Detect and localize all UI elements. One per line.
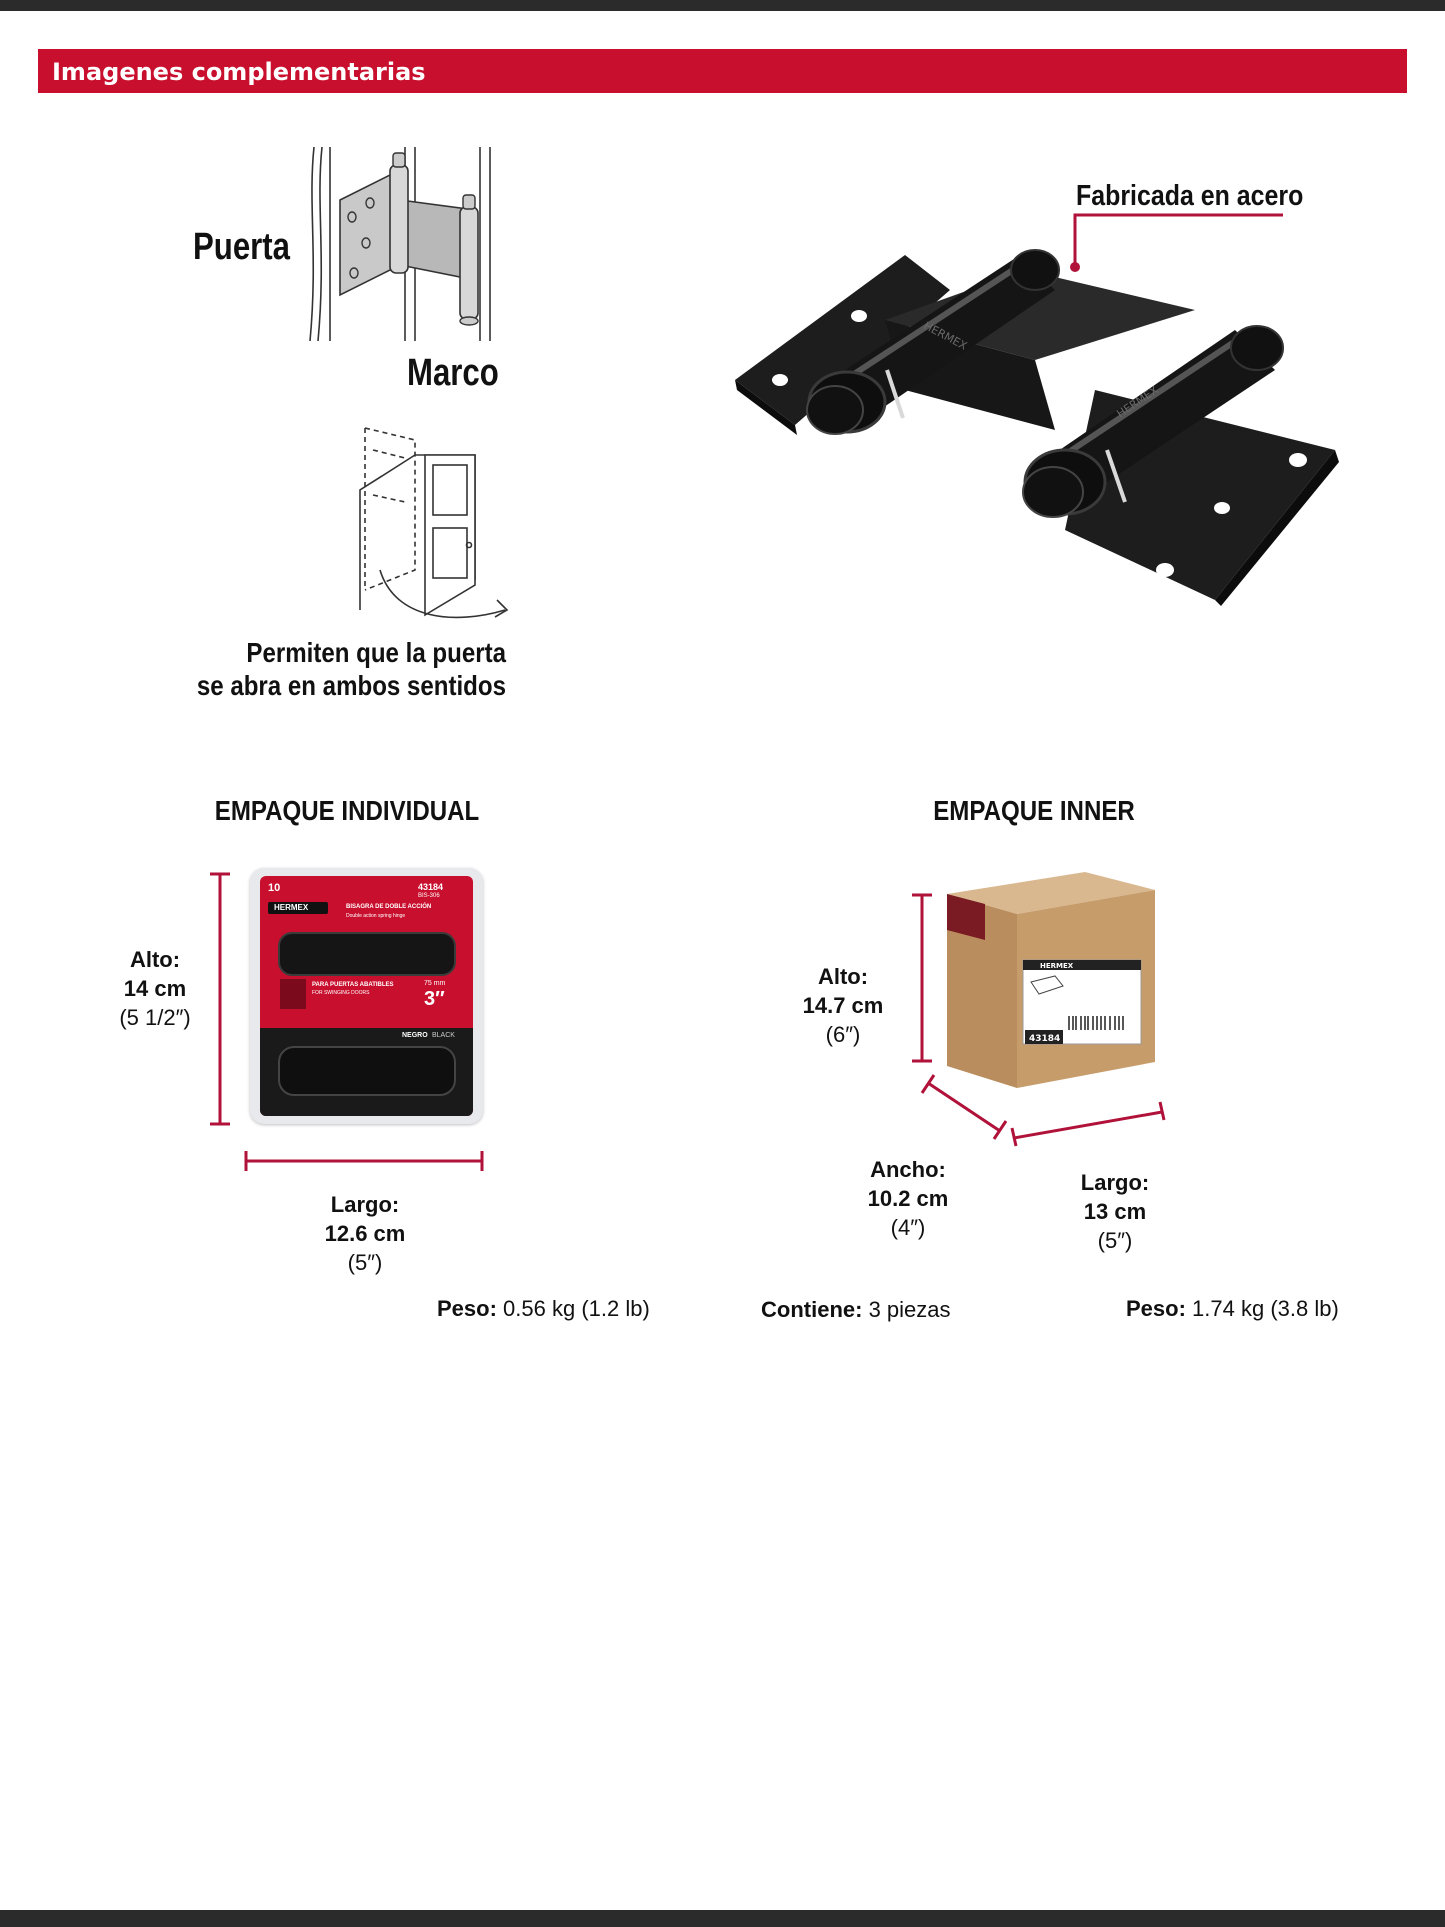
inner-contains-label: Contiene:: [761, 1297, 863, 1322]
top-bar: [0, 0, 1445, 11]
card-door-icon: [280, 979, 306, 1009]
individual-height: Alto: 14 cm (5 1/2″): [90, 945, 220, 1032]
swing-door-diagram: [359, 427, 509, 619]
blister-pack: 10 43184 BIS-306 HERMEX BISAGRA DE DOBLE…: [250, 868, 483, 1124]
card-size-in: 3″: [424, 988, 445, 1010]
individual-weight-value: 0.56 kg (1.2 lb): [503, 1296, 650, 1321]
card-model: BIS-306: [418, 893, 440, 899]
door-label: Puerta: [193, 226, 290, 268]
card-use-en: FOR SWINGING DOORS: [312, 990, 370, 996]
swing-caption: Permiten que la puerta se abra en ambos …: [71, 636, 506, 702]
blister-card: 10 43184 BIS-306 HERMEX BISAGRA DE DOBLE…: [260, 876, 473, 1116]
pack-hinge-bottom: [278, 1046, 456, 1096]
inner-height-imperial: (6″): [825, 1022, 861, 1047]
inner-box-image: HERMEX 43184: [947, 872, 1155, 1088]
individual-length-line: [244, 1151, 484, 1171]
inner-height-line: [912, 893, 932, 1063]
card-brand-badge: HERMEX: [268, 902, 328, 914]
inner-title: EMPAQUE INNER: [933, 795, 1135, 826]
hinge-diagram: [309, 146, 491, 342]
card-color-en: BLACK: [432, 1032, 455, 1039]
individual-length-metric: 12.6 cm: [324, 1221, 406, 1246]
inner-contains-value: 3 piezas: [868, 1297, 951, 1322]
inner-width-label: Ancho:: [870, 1157, 946, 1182]
inner-contains: Contiene: 3 piezas: [761, 1297, 951, 1323]
individual-height-label: Alto:: [129, 947, 181, 972]
box-code: 43184: [1029, 1034, 1060, 1044]
section-header: Imagenes complementarias: [38, 49, 1407, 93]
card-warranty: 10: [268, 882, 281, 894]
individual-length-label: Largo:: [330, 1192, 400, 1217]
card-use: PARA PUERTAS ABATIBLES: [312, 982, 394, 988]
card-brand: HERMEX: [274, 903, 309, 912]
individual-height-metric: 14 cm: [123, 976, 187, 1001]
pack-hinge-top: [278, 932, 456, 976]
inner-length-line: [1010, 1101, 1166, 1147]
individual-height-imperial: (5 1/2″): [119, 1005, 191, 1030]
card-product-name: BISAGRA DE DOBLE ACCIÓN: [346, 904, 432, 910]
inner-length: Largo: 13 cm (5″): [1050, 1168, 1180, 1255]
inner-length-metric: 13 cm: [1083, 1199, 1147, 1224]
individual-length-imperial: (5″): [347, 1250, 383, 1275]
inner-height: Alto: 14.7 cm (6″): [778, 962, 908, 1049]
frame-label: Marco: [407, 352, 499, 394]
card-color: NEGRO: [402, 1032, 428, 1039]
inner-width-line: [920, 1074, 1008, 1140]
inner-height-metric: 14.7 cm: [802, 993, 884, 1018]
individual-height-line: [210, 872, 230, 1126]
inner-weight-label: Peso:: [1126, 1296, 1186, 1321]
inner-length-label: Largo:: [1080, 1170, 1150, 1195]
bottom-bar: [0, 1910, 1445, 1927]
inner-weight-value: 1.74 kg (3.8 lb): [1192, 1296, 1339, 1321]
box-brand: HERMEX: [1040, 962, 1074, 970]
individual-weight-label: Peso:: [437, 1296, 497, 1321]
inner-weight: Peso: 1.74 kg (3.8 lb): [1126, 1296, 1339, 1322]
inner-width-imperial: (4″): [890, 1215, 926, 1240]
inner-width: Ancho: 10.2 cm (4″): [843, 1155, 973, 1242]
section-title: Imagenes complementarias: [52, 58, 426, 86]
hinge-product-image: HERMEX HERMEX: [735, 249, 1339, 606]
material-callout-line: [1070, 213, 1283, 272]
individual-length: Largo: 12.6 cm (5″): [300, 1190, 430, 1277]
material-callout: Fabricada en acero: [1076, 180, 1304, 212]
card-size-mm: 75 mm: [424, 980, 446, 987]
swing-caption-line2: se abra en ambos sentidos: [196, 670, 506, 701]
inner-height-label: Alto:: [817, 964, 869, 989]
individual-weight: Peso: 0.56 kg (1.2 lb): [437, 1296, 650, 1322]
card-product-name-en: Double action spring hinge: [346, 913, 406, 919]
inner-length-imperial: (5″): [1097, 1228, 1133, 1253]
inner-width-metric: 10.2 cm: [867, 1186, 949, 1211]
individual-title: EMPAQUE INDIVIDUAL: [214, 795, 480, 826]
swing-caption-line1: Permiten que la puerta: [246, 637, 506, 668]
card-code: 43184: [418, 882, 444, 892]
